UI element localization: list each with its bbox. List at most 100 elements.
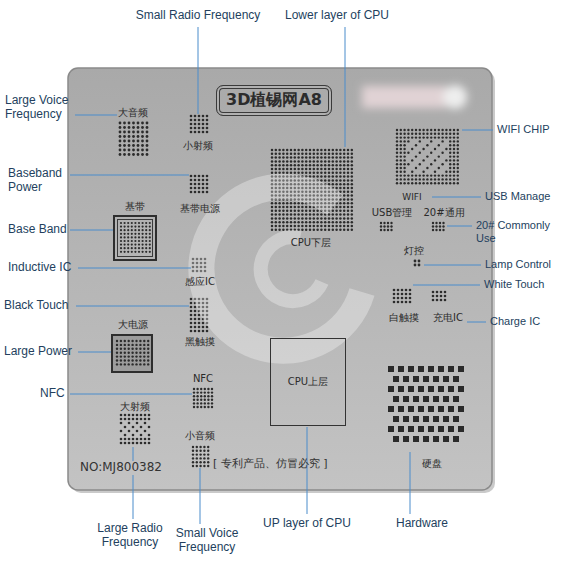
solder-pad — [441, 129, 443, 131]
solder-pad — [207, 461, 209, 463]
solder-pad — [202, 131, 205, 134]
solder-pad — [136, 418, 139, 421]
solder-pad — [131, 359, 133, 361]
solder-pad — [407, 133, 409, 135]
solder-pad — [286, 156, 289, 159]
solder-pad — [438, 386, 444, 392]
leader-line — [467, 322, 486, 323]
solder-pad — [301, 149, 304, 152]
solder-pad — [347, 225, 350, 228]
solder-pad — [400, 148, 402, 150]
solder-pad — [413, 376, 419, 382]
solder-pad — [271, 221, 274, 224]
solder-pad — [196, 457, 198, 459]
solder-pad — [141, 135, 144, 138]
solder-pad — [140, 442, 143, 445]
solder-pad — [140, 414, 143, 417]
solder-pad — [290, 160, 293, 163]
solder-pad — [290, 168, 293, 171]
solder-pad — [148, 418, 151, 421]
solder-pad — [202, 179, 205, 182]
solder-pad — [202, 127, 205, 130]
solder-pad — [196, 450, 198, 452]
solder-pad — [142, 233, 144, 235]
solder-pad — [301, 210, 304, 213]
solder-pad — [403, 376, 409, 382]
solder-pad — [123, 135, 126, 138]
solder-pad — [396, 133, 398, 135]
solder-pad — [294, 164, 297, 167]
solder-pad — [131, 222, 133, 224]
blurred-logo-mark — [443, 85, 467, 109]
callout-label: USB Manage — [485, 190, 550, 203]
solder-pad — [343, 202, 346, 205]
cpu-upper-outline: CPU上层 — [270, 338, 346, 426]
solder-pad — [387, 225, 389, 227]
pad-grids — [116, 115, 464, 468]
solder-pad — [124, 236, 126, 238]
solder-pad — [297, 160, 300, 163]
solder-pad — [301, 168, 304, 171]
solder-pad — [449, 171, 451, 173]
solder-pad — [309, 206, 312, 209]
leader-line — [78, 352, 111, 353]
solder-pad — [146, 122, 149, 125]
solder-pad — [457, 159, 459, 161]
solder-pad — [457, 178, 459, 180]
solder-pad — [339, 225, 342, 228]
solder-pad — [145, 233, 147, 235]
hardware-pads — [388, 366, 464, 442]
solder-pad — [123, 131, 126, 134]
solder-pad — [127, 233, 129, 235]
solder-pad — [128, 153, 131, 156]
solder-pad — [426, 144, 428, 146]
solder-pad — [347, 217, 350, 220]
callout-label: NFC — [40, 387, 65, 401]
solder-pad — [401, 297, 404, 300]
solder-pad — [449, 182, 451, 184]
solder-pad — [301, 172, 304, 175]
solder-pad — [426, 178, 428, 180]
solder-pad — [275, 168, 278, 171]
solder-pad — [192, 457, 194, 459]
solder-pad — [190, 119, 193, 122]
solder-pad — [132, 140, 135, 143]
solder-pad — [393, 416, 399, 422]
solder-pad — [131, 233, 133, 235]
solder-pad — [313, 153, 316, 156]
solder-pad — [432, 299, 435, 302]
solder-pad — [124, 240, 126, 242]
solder-pad — [380, 225, 382, 227]
solder-pad — [147, 352, 149, 354]
solder-pad — [193, 391, 195, 393]
solder-pad — [124, 244, 126, 246]
solder-pad — [415, 129, 417, 131]
solder-pad — [305, 213, 308, 216]
solder-pad — [387, 222, 389, 224]
solder-pad — [324, 156, 327, 159]
solder-pad — [457, 174, 459, 176]
leader-line — [198, 27, 199, 114]
solder-pad — [198, 179, 201, 182]
stencil-label: 硬盘 — [422, 458, 442, 470]
solder-pad — [139, 359, 141, 361]
solder-pad — [401, 293, 404, 296]
solder-pad — [286, 206, 289, 209]
solder-pad — [198, 119, 201, 122]
solder-pad — [316, 175, 319, 178]
leader-line — [424, 265, 481, 266]
solder-pad — [271, 156, 274, 159]
large-power-pads — [116, 340, 150, 366]
solder-pad — [123, 140, 126, 143]
solder-pad — [433, 416, 439, 422]
solder-pad — [335, 210, 338, 213]
solder-pad — [422, 178, 424, 180]
baseband-inner-frame — [118, 220, 153, 257]
solder-pad — [339, 156, 342, 159]
solder-pad — [147, 340, 149, 342]
solder-pad — [316, 153, 319, 156]
solder-pad — [297, 164, 300, 167]
solder-pad — [388, 406, 394, 412]
solder-pad — [443, 416, 449, 422]
solder-pad — [119, 149, 122, 152]
